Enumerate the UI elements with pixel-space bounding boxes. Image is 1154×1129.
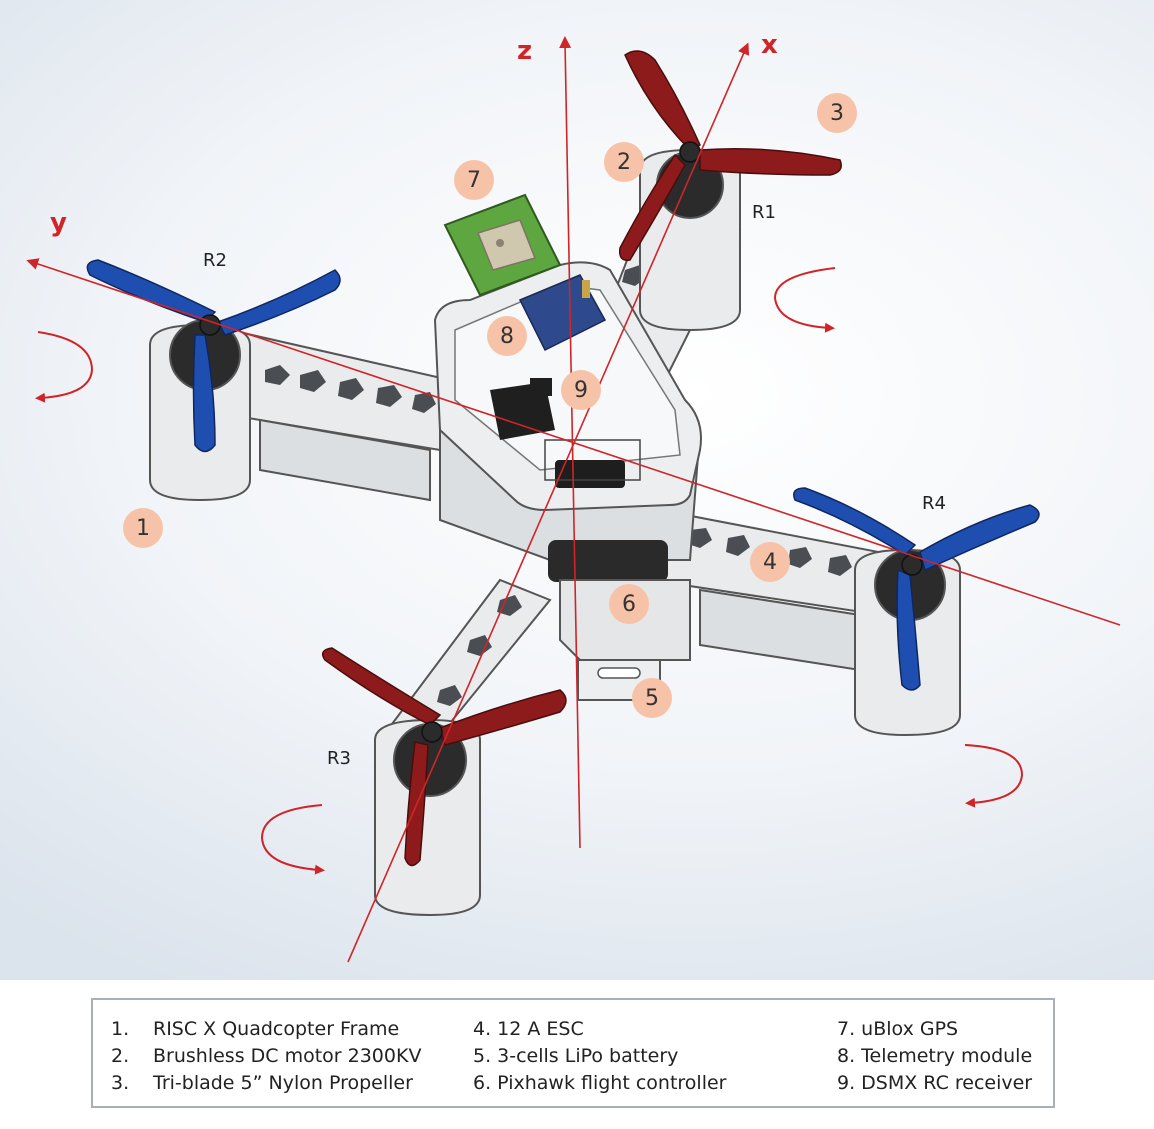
legend-item-7: 7. uBlox GPS bbox=[837, 1018, 959, 1040]
component-badge-8: 8 bbox=[487, 316, 527, 356]
component-badge-1: 1 bbox=[123, 508, 163, 548]
component-badge-4: 4 bbox=[750, 542, 790, 582]
legend-item-3: 3.Tri-blade 5” Nylon Propeller bbox=[111, 1072, 413, 1094]
rotation-arrow-r3 bbox=[260, 804, 325, 875]
battery-slot bbox=[597, 667, 641, 679]
component-legend: 1.RISC X Quadcopter Frame 2.Brushless DC… bbox=[91, 998, 1055, 1108]
telemetry-module bbox=[518, 274, 607, 352]
z-axis-label: z bbox=[517, 36, 533, 66]
rotor-label-r2: R2 bbox=[203, 250, 227, 271]
legend-item-2: 2.Brushless DC motor 2300KV bbox=[111, 1045, 422, 1067]
receiver-cutout bbox=[544, 439, 641, 481]
y-axis bbox=[26, 258, 1121, 626]
component-badge-5: 5 bbox=[632, 678, 672, 718]
sd-card bbox=[490, 382, 555, 440]
x-axis-label: x bbox=[761, 30, 778, 60]
legend-item-1: 1.RISC X Quadcopter Frame bbox=[111, 1018, 400, 1040]
component-badge-9: 9 bbox=[561, 370, 601, 410]
rotation-arrow-r2 bbox=[35, 331, 94, 403]
quadcopter-diagram bbox=[26, 36, 1121, 963]
gps-board bbox=[443, 193, 562, 297]
propeller-r1 bbox=[618, 50, 842, 261]
sd-card-tab bbox=[530, 378, 552, 396]
propeller-r4 bbox=[793, 487, 1040, 691]
y-axis-label: y bbox=[50, 208, 67, 238]
component-badge-3: 3 bbox=[817, 93, 857, 133]
component-badge-6: 6 bbox=[609, 584, 649, 624]
legend-item-4: 4. 12 A ESC bbox=[473, 1018, 584, 1040]
rotation-arrow-r4 bbox=[964, 744, 1024, 808]
rotor-label-r1: R1 bbox=[752, 202, 776, 223]
rotor-label-r3: R3 bbox=[327, 748, 351, 769]
propeller-r3 bbox=[321, 647, 567, 867]
component-badge-7: 7 bbox=[454, 160, 494, 200]
rotation-arrows bbox=[35, 267, 1024, 875]
x-axis bbox=[347, 42, 750, 963]
coordinate-axes bbox=[26, 36, 1121, 963]
legend-item-9: 9. DSMX RC receiver bbox=[837, 1072, 1033, 1094]
component-badge-2: 2 bbox=[604, 142, 644, 182]
propeller-r2 bbox=[86, 259, 341, 453]
legend-item-8: 8. Telemetry module bbox=[837, 1045, 1033, 1067]
frame-holes bbox=[265, 225, 852, 706]
legend-item-6: 6. Pixhawk flight controller bbox=[473, 1072, 727, 1094]
rotation-arrow-r1 bbox=[773, 267, 836, 333]
esc-strip bbox=[548, 540, 668, 582]
rotor-label-r4: R4 bbox=[922, 493, 946, 514]
arm-r2-lower bbox=[259, 418, 431, 502]
legend-item-5: 5. 3-cells LiPo battery bbox=[473, 1045, 679, 1067]
